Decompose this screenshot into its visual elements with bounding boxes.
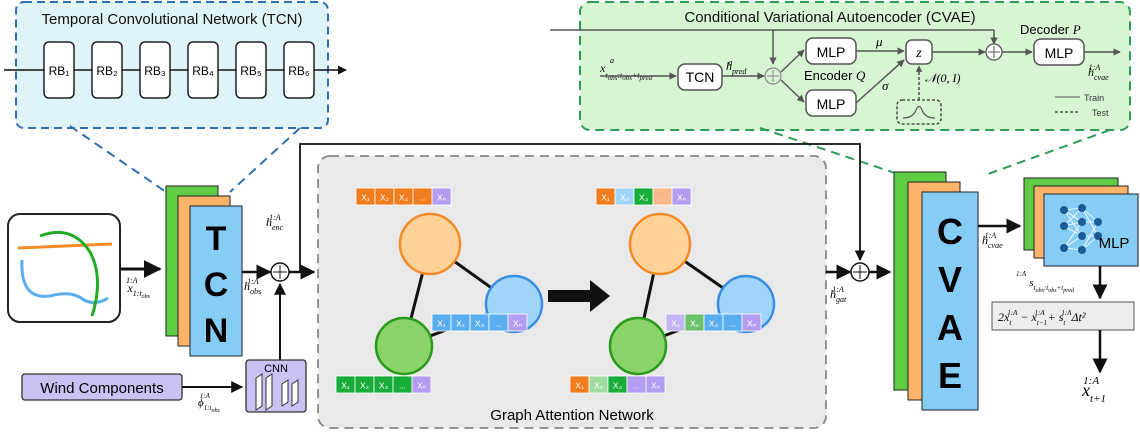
feature-cell-label: Xₙ (651, 381, 661, 391)
tcn-stack: T C N (165, 185, 243, 357)
feature-cell-label: Xₙ (513, 319, 523, 329)
tcn-letter-n: N (204, 312, 229, 350)
feature-cell (741, 313, 762, 332)
residual-block-label: RB₅ (240, 64, 262, 78)
feature-cell (645, 375, 666, 394)
cvae-panel-title: Conditional Variational Autoencoder (CVA… (684, 9, 975, 26)
tcn-panel-title: Temporal Convolutional Network (TCN) (42, 11, 303, 28)
left-node-green (374, 316, 434, 376)
gat-title: Graph Attention Network (490, 407, 654, 424)
sigma-label: σ (882, 78, 889, 93)
svg-text:a: a (610, 56, 614, 65)
feature-cell-label: Xₙ (747, 319, 757, 329)
left-node-orange (398, 212, 462, 276)
mlp-bottom-label: MLP (817, 96, 846, 112)
feature-cell-label: ... (729, 319, 736, 329)
encoder-q-label: Encoder Q (804, 68, 866, 83)
feature-cell-label: X₃ (613, 381, 622, 391)
mlp-top-label: MLP (817, 44, 846, 60)
z-label: z (915, 46, 922, 61)
cvae-tcn-label: TCN (686, 69, 715, 85)
feature-cell-label: ... (633, 381, 640, 391)
residual-block-3 (139, 41, 171, 99)
cvae-letter-a: A (937, 307, 963, 348)
feature-cell (507, 313, 528, 332)
cvae-stack: C V A E (893, 171, 979, 411)
tcn-letter-t: T (206, 220, 227, 258)
tcn-letter-c: C (204, 266, 229, 304)
feature-cell-label: X₁ (601, 193, 610, 203)
phi-label: ϕ1:tobs1:A (198, 392, 220, 414)
legend-train: Train (1084, 93, 1104, 103)
trajectory-image (7, 213, 121, 323)
right-node-orange (628, 212, 692, 276)
h-gat-label: hgat1:A (830, 285, 847, 304)
feature-cell-label: X₁ (671, 319, 680, 329)
mlp-stack-label: MLP (1099, 235, 1130, 252)
feature-cell-label: X₃ (379, 381, 388, 391)
feature-cell-label: X₁ (341, 381, 350, 391)
feature-cell-label: Xₙ (677, 193, 687, 203)
h-obs-label: hobs1:A (244, 277, 261, 296)
residual-block-label: RB₆ (288, 64, 310, 78)
input-x-label: x1:tobs1:A (126, 276, 151, 300)
s-label: stobs:tobs+tpred1:A (1016, 270, 1075, 294)
feature-cell-label: X₁ (575, 381, 584, 391)
feature-cell-label: ... (419, 193, 426, 203)
h-enc-label: henc1:A (266, 213, 284, 232)
residual-block-label: RB₄ (192, 64, 214, 78)
cvae-letter-v: V (938, 259, 962, 300)
feature-cell-label: X₁ (437, 319, 446, 329)
feature-cell-label: ... (659, 193, 666, 203)
cvae-tcn-box (677, 63, 723, 91)
mu-label: μ (875, 34, 883, 49)
feature-cell-label: X₃ (639, 193, 648, 203)
feature-cell-label: ... (399, 381, 406, 391)
residual-block-label: RB₁ (49, 64, 70, 78)
prior-box (896, 99, 942, 125)
feature-cell-label: X₃ (709, 319, 718, 329)
feature-cell-label: X₂ (620, 193, 629, 203)
h-cvae-label: hcvae1:A (982, 231, 1003, 250)
feature-cell-label: X₂ (690, 319, 699, 329)
residual-block-label: RB₃ (144, 64, 166, 78)
feature-cell-label: X₂ (380, 193, 389, 203)
feature-cell-label: X₂ (456, 319, 465, 329)
feature-cell-label: X₃ (475, 319, 484, 329)
feature-cell (411, 375, 432, 394)
legend-test: Test (1092, 108, 1109, 118)
cnn-block: CNN (245, 359, 307, 413)
feature-cell-label: Xₙ (417, 381, 427, 391)
residual-block-5 (235, 41, 267, 99)
residual-block-2 (91, 41, 123, 99)
residual-block-label: RB₂ (96, 64, 118, 78)
residual-block-1 (43, 41, 75, 99)
feature-cell-label: X₂ (360, 381, 369, 391)
feature-cell-label: X₂ (594, 381, 603, 391)
feature-cell-label: X₃ (399, 193, 408, 203)
residual-block-6 (283, 41, 315, 99)
feature-cell (431, 187, 452, 206)
feature-cell-label: Xₙ (437, 193, 447, 203)
cnn-label: CNN (264, 363, 288, 375)
decoder-mlp-label: MLP (1045, 45, 1074, 61)
feature-cell (671, 187, 692, 206)
feature-cell-label: ... (495, 319, 502, 329)
mlp-stack: MLP (1023, 177, 1139, 267)
right-node-green (608, 316, 668, 376)
decoder-p-label: Decoder P (1020, 22, 1081, 37)
tcn-detail-panel: Temporal Convolutional Network (TCN) RB₁… (4, 1, 347, 129)
cvae-letter-c: C (937, 211, 963, 252)
equation-box (991, 301, 1135, 331)
feature-cell-label: X₁ (361, 193, 370, 203)
normal-dist-label: 𝒩(0, I) (925, 71, 961, 85)
cvae-detail-panel: Conditional Variational Autoencoder (CVA… (550, 1, 1131, 131)
output-label: xt+11:A (1081, 375, 1105, 405)
residual-block-4 (187, 41, 219, 99)
wind-label: Wind Components (40, 380, 163, 397)
cvae-letter-e: E (938, 355, 962, 396)
